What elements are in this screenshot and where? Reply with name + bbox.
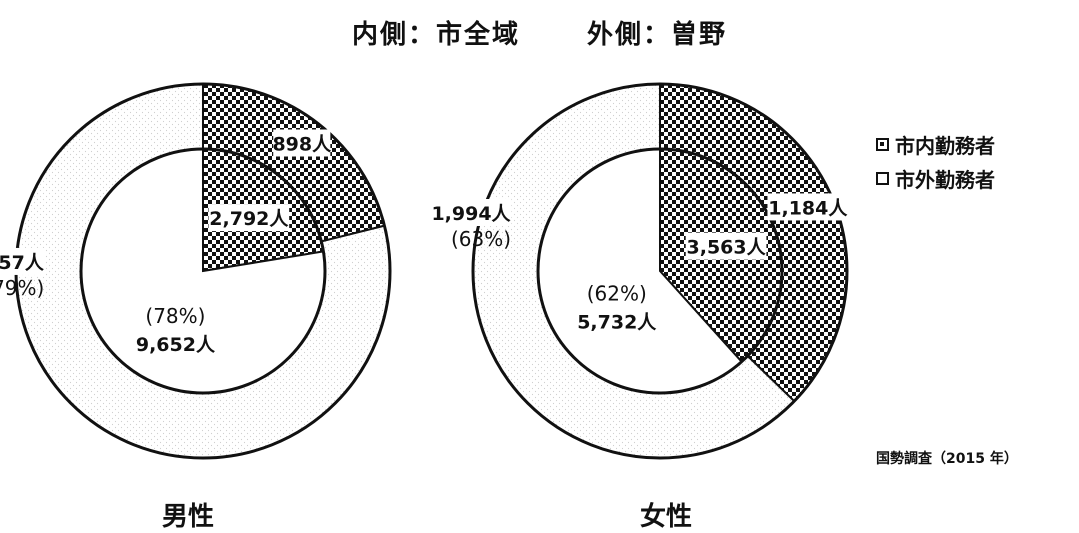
source-note: 国勢調査（2015 年） xyxy=(876,451,1018,467)
legend-item-inside: 市内勤務者 xyxy=(876,127,995,161)
legend: 市内勤務者 市外勤務者 xyxy=(876,127,995,195)
outer-ring-label: 外側：曽野 xyxy=(587,20,728,50)
outer-outside-label: 3,357人 xyxy=(0,252,45,274)
inner-inside-label-bg xyxy=(208,204,290,232)
inner-outside-label: 9,652人 xyxy=(136,334,216,356)
outer-percent-label: (63%) xyxy=(451,227,511,251)
inner-inside-label-bg xyxy=(685,232,767,260)
legend-label: 市外勤務者 xyxy=(895,167,995,192)
inner-percent-label: (62%) xyxy=(587,282,647,306)
outer-outside-label-bg xyxy=(430,199,512,227)
checker-swatch-icon xyxy=(876,137,889,151)
outer-inside-label: 898人 xyxy=(272,134,332,156)
inner-outside-label: 5,732人 xyxy=(577,312,657,334)
inner-ring-border xyxy=(79,147,327,395)
outer-inside-label: 1,184人 xyxy=(768,197,848,219)
outer-outside-label-bg xyxy=(0,247,45,275)
legend-label: 市内勤務者 xyxy=(895,133,995,158)
chart-title-male: 男性 xyxy=(162,502,215,532)
inner-ring-label: 内側：市全域 xyxy=(351,20,520,50)
chart-title-female: 女性 xyxy=(640,502,693,532)
blank-swatch-icon xyxy=(876,171,889,185)
outer-outside-label: 1,994人 xyxy=(431,203,511,225)
inner-ring-border xyxy=(536,147,784,395)
legend-item-outside: 市外勤務者 xyxy=(876,161,995,195)
outer-percent-label: (79%) xyxy=(0,276,44,300)
outer-inside-label-bg xyxy=(767,193,849,221)
inner-inside-label: 2,792人 xyxy=(209,208,289,230)
inner-percent-label: (78%) xyxy=(145,304,205,328)
outer-inside-label-bg xyxy=(273,129,331,157)
inner-inside-label: 3,563人 xyxy=(687,237,767,259)
chart-header: 内側：市全域 外側：曽野 xyxy=(0,14,1079,51)
donut-chart-0: 2,792人 898人 (78%) 9,652人 3,357人(79%) xyxy=(0,82,392,460)
outer-ring-border xyxy=(471,82,849,460)
